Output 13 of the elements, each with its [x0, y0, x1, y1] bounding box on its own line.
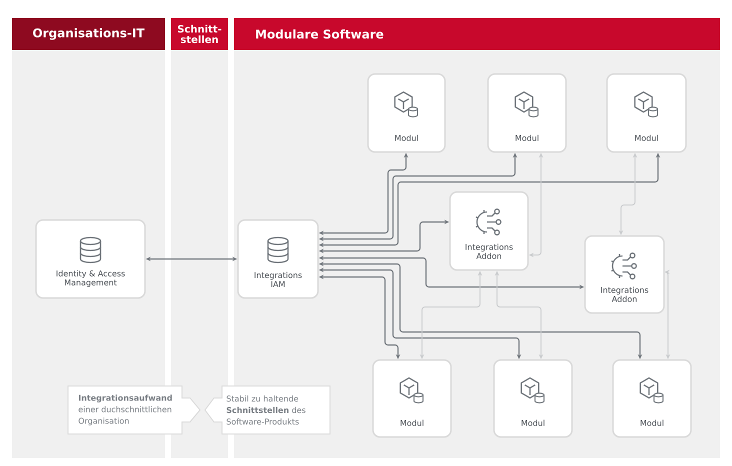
- module-box: Modul: [487, 73, 567, 153]
- module-box: Modul: [493, 359, 573, 438]
- module-box: Modul: [606, 73, 687, 153]
- database-box: Identity & Access Management: [35, 219, 146, 299]
- module-box: Modul: [372, 359, 452, 438]
- addon-box: Integrations Addon: [584, 235, 665, 314]
- column-header: Schnitt-stellen: [171, 18, 228, 50]
- module-box: Modul: [367, 73, 446, 153]
- database-box: Integrations IAM: [237, 219, 319, 299]
- column-header: Organisations-IT: [12, 18, 165, 50]
- module-box: Modul: [612, 359, 692, 438]
- column-header: Modulare Software: [234, 18, 720, 50]
- addon-box: Integrations Addon: [449, 191, 529, 271]
